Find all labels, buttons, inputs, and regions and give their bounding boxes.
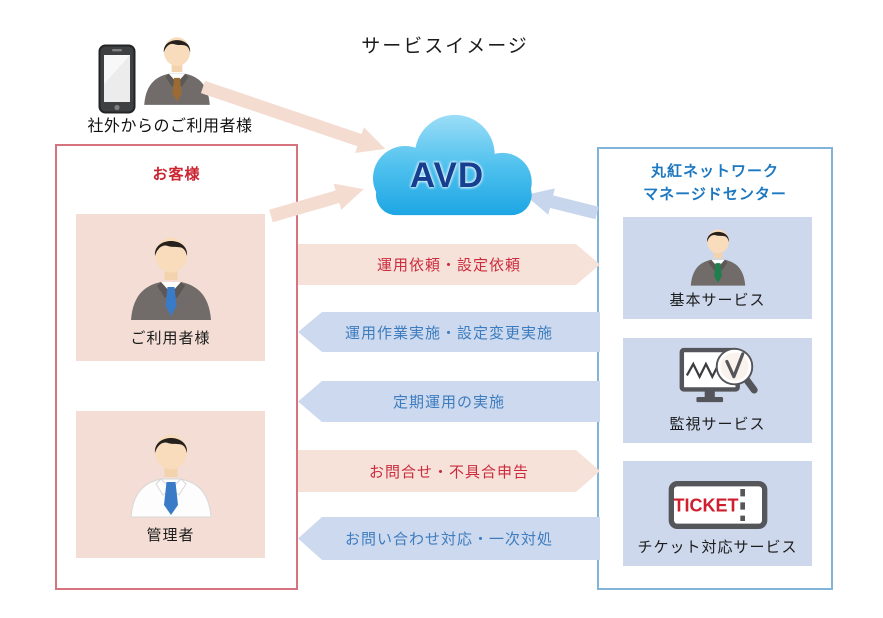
avd-cloud[interactable]: AVD <box>352 110 542 222</box>
basic-service-avatar-icon <box>690 229 745 286</box>
flow-label: お問合せ・不具合申告 <box>368 463 529 481</box>
flow-scheduled-operation: 定期運用の実施 <box>298 381 600 422</box>
admin-card[interactable]: 管理者 <box>76 411 265 558</box>
flow-label: 定期運用の実施 <box>392 394 505 411</box>
cloud-icon <box>372 114 532 216</box>
admin-avatar-icon <box>129 434 212 518</box>
external-user-avatar-icon <box>144 37 210 105</box>
monitoring-icon <box>679 347 758 403</box>
ticket-service-label: チケット対応サービス <box>637 539 798 556</box>
external-user-label: 社外からのご利用者様 <box>87 118 253 135</box>
customer-box: お客様 ご利用者様 <box>55 144 298 590</box>
monitoring-service-card[interactable]: 監視サービス <box>623 338 812 443</box>
flow-label: 運用依頼・設定依頼 <box>376 257 521 274</box>
provider-title-line1: 丸紅ネットワーク <box>650 163 779 180</box>
provider-box-title: 丸紅ネットワーク マネージドセンター <box>599 160 831 206</box>
provider-title-line2: マネージドセンター <box>643 186 787 203</box>
cloud-label: AVD <box>409 156 485 195</box>
customer-box-title: お客様 <box>152 166 201 183</box>
ticket-text: TICKET <box>673 496 738 516</box>
user-card[interactable]: ご利用者様 <box>76 214 265 361</box>
monitoring-service-label: 監視サービス <box>669 416 766 433</box>
page-title: サービスイメージ <box>361 36 529 57</box>
flow-label: 運用作業実施・設定変更実施 <box>344 324 553 342</box>
arrow-provider-to-cloud <box>525 188 599 220</box>
user-avatar-icon <box>130 237 211 320</box>
provider-box: 丸紅ネットワーク マネージドセンター 基本サービス <box>597 147 833 590</box>
flow-response-operation: 運用作業実施・設定変更実施 <box>298 312 600 352</box>
basic-service-label: 基本サービス <box>669 292 766 309</box>
flow-label: お問い合わせ対応・一次対処 <box>344 531 553 548</box>
ticket-icon: TICKET <box>668 481 767 529</box>
user-card-label: ご利用者様 <box>130 330 211 347</box>
smartphone-icon <box>98 44 136 114</box>
flow-request-operation: 運用依頼・設定依頼 <box>298 244 600 285</box>
flow-inquiry: お問合せ・不具合申告 <box>298 450 600 492</box>
basic-service-card[interactable]: 基本サービス <box>623 217 812 319</box>
admin-card-label: 管理者 <box>146 527 195 544</box>
ticket-service-card[interactable]: TICKET チケット対応サービス <box>623 461 812 566</box>
flow-inquiry-response: お問い合わせ対応・一次対処 <box>298 517 600 560</box>
